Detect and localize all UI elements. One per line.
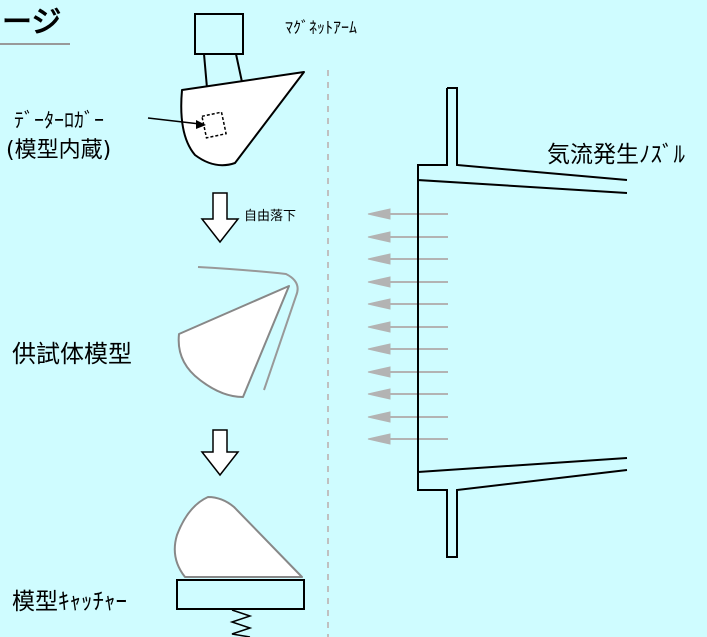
airflow-arrow: [367, 366, 448, 378]
airflow-arrow: [367, 388, 448, 400]
airflow-arrow: [367, 276, 448, 288]
airflow-arrow: [367, 321, 448, 333]
model-catcher-label: 模型ｷｬｯﾁｬｰ: [12, 589, 127, 615]
model-falling: [177, 285, 290, 398]
airflow-nozzle: [417, 87, 628, 558]
model-held: [180, 71, 305, 167]
airflow-arrow: [367, 433, 448, 445]
data-logger-label: ﾃﾞｰﾀｰﾛｶﾞｰ: [14, 108, 104, 132]
page-title: ージ: [2, 5, 62, 40]
airflow-arrow: [367, 298, 448, 310]
model-catcher-plate: [176, 579, 305, 610]
airflow-arrow: [367, 253, 448, 265]
data-logger-box: [201, 111, 227, 139]
free-fall-label: 自由落下: [244, 209, 297, 224]
down-arrow-2: [200, 429, 240, 477]
logger-pointer-head: [196, 120, 206, 129]
down-arrow-1: [200, 192, 240, 244]
test-model-label: 供試体模型: [12, 340, 132, 368]
airflow-nozzle-label: 気流発生ﾉｽﾞﾙ: [547, 142, 685, 168]
airflow-arrow: [367, 343, 448, 355]
model-caught: [173, 496, 303, 578]
airflow-arrow: [367, 208, 448, 220]
airflow-arrows: [367, 208, 448, 445]
airflow-arrow: [367, 411, 448, 423]
magnet-arm: [194, 13, 244, 89]
airflow-arrow: [367, 231, 448, 243]
magnet-arm-label: ﾏｸﾞﾈｯﾄｱｰﾑ: [285, 18, 358, 37]
data-logger-note: (模型内蔵): [6, 138, 112, 163]
trajectory-curve: [197, 266, 299, 391]
logger-pointer: [147, 117, 201, 125]
catcher-spring: [229, 609, 253, 637]
